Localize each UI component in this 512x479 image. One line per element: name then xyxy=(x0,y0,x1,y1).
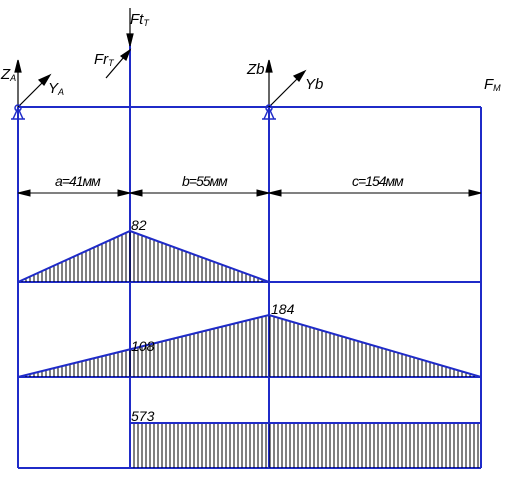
dim-arrow xyxy=(256,189,270,197)
ya-arrow-head xyxy=(37,73,52,86)
dim-arrow xyxy=(129,189,143,197)
label-fr: FrT xyxy=(94,51,115,68)
dim-a-label: a=41мм xyxy=(55,173,101,189)
dimension-lines xyxy=(17,189,482,197)
support-a-icon xyxy=(11,104,25,120)
diagram1-hatching xyxy=(21,231,267,282)
yb-arrow-head xyxy=(292,69,307,82)
label-za: ZA xyxy=(0,66,16,83)
dim-b-label: b=55мм xyxy=(182,173,228,189)
dim-arrow xyxy=(268,189,282,197)
dim-arrow xyxy=(117,189,131,197)
diagram1-outline xyxy=(17,229,270,283)
d2-mid-value: 108 xyxy=(131,338,155,354)
d2-peak-value: 184 xyxy=(271,301,295,317)
force-arrows xyxy=(14,8,307,108)
label-fm: FM xyxy=(484,76,501,93)
label-yb: Yb xyxy=(305,76,323,93)
ya-arrow-shaft xyxy=(17,78,47,108)
diagram2-outline xyxy=(17,313,482,378)
d3-value: 573 xyxy=(131,408,155,424)
za-arrow-head xyxy=(14,59,22,73)
ft-arrow-head xyxy=(126,33,134,47)
beam-frame xyxy=(17,45,482,469)
zb-arrow-head xyxy=(265,59,273,73)
diagram-outlines xyxy=(17,229,482,424)
diagram3-hatching xyxy=(133,423,479,468)
d1-peak-value: 82 xyxy=(131,217,147,233)
support-b-icon xyxy=(262,104,276,120)
label-ya: YA xyxy=(48,80,64,97)
yb-arrow-shaft xyxy=(268,75,301,108)
dim-arrow xyxy=(468,189,482,197)
dim-c-label: c=154мм xyxy=(352,173,404,189)
diagram2-hatching xyxy=(25,315,475,377)
fr-arrow-head xyxy=(119,48,132,61)
dim-arrow xyxy=(17,189,31,197)
label-zb: Zb xyxy=(246,61,265,78)
label-ft: FtT xyxy=(130,11,150,28)
